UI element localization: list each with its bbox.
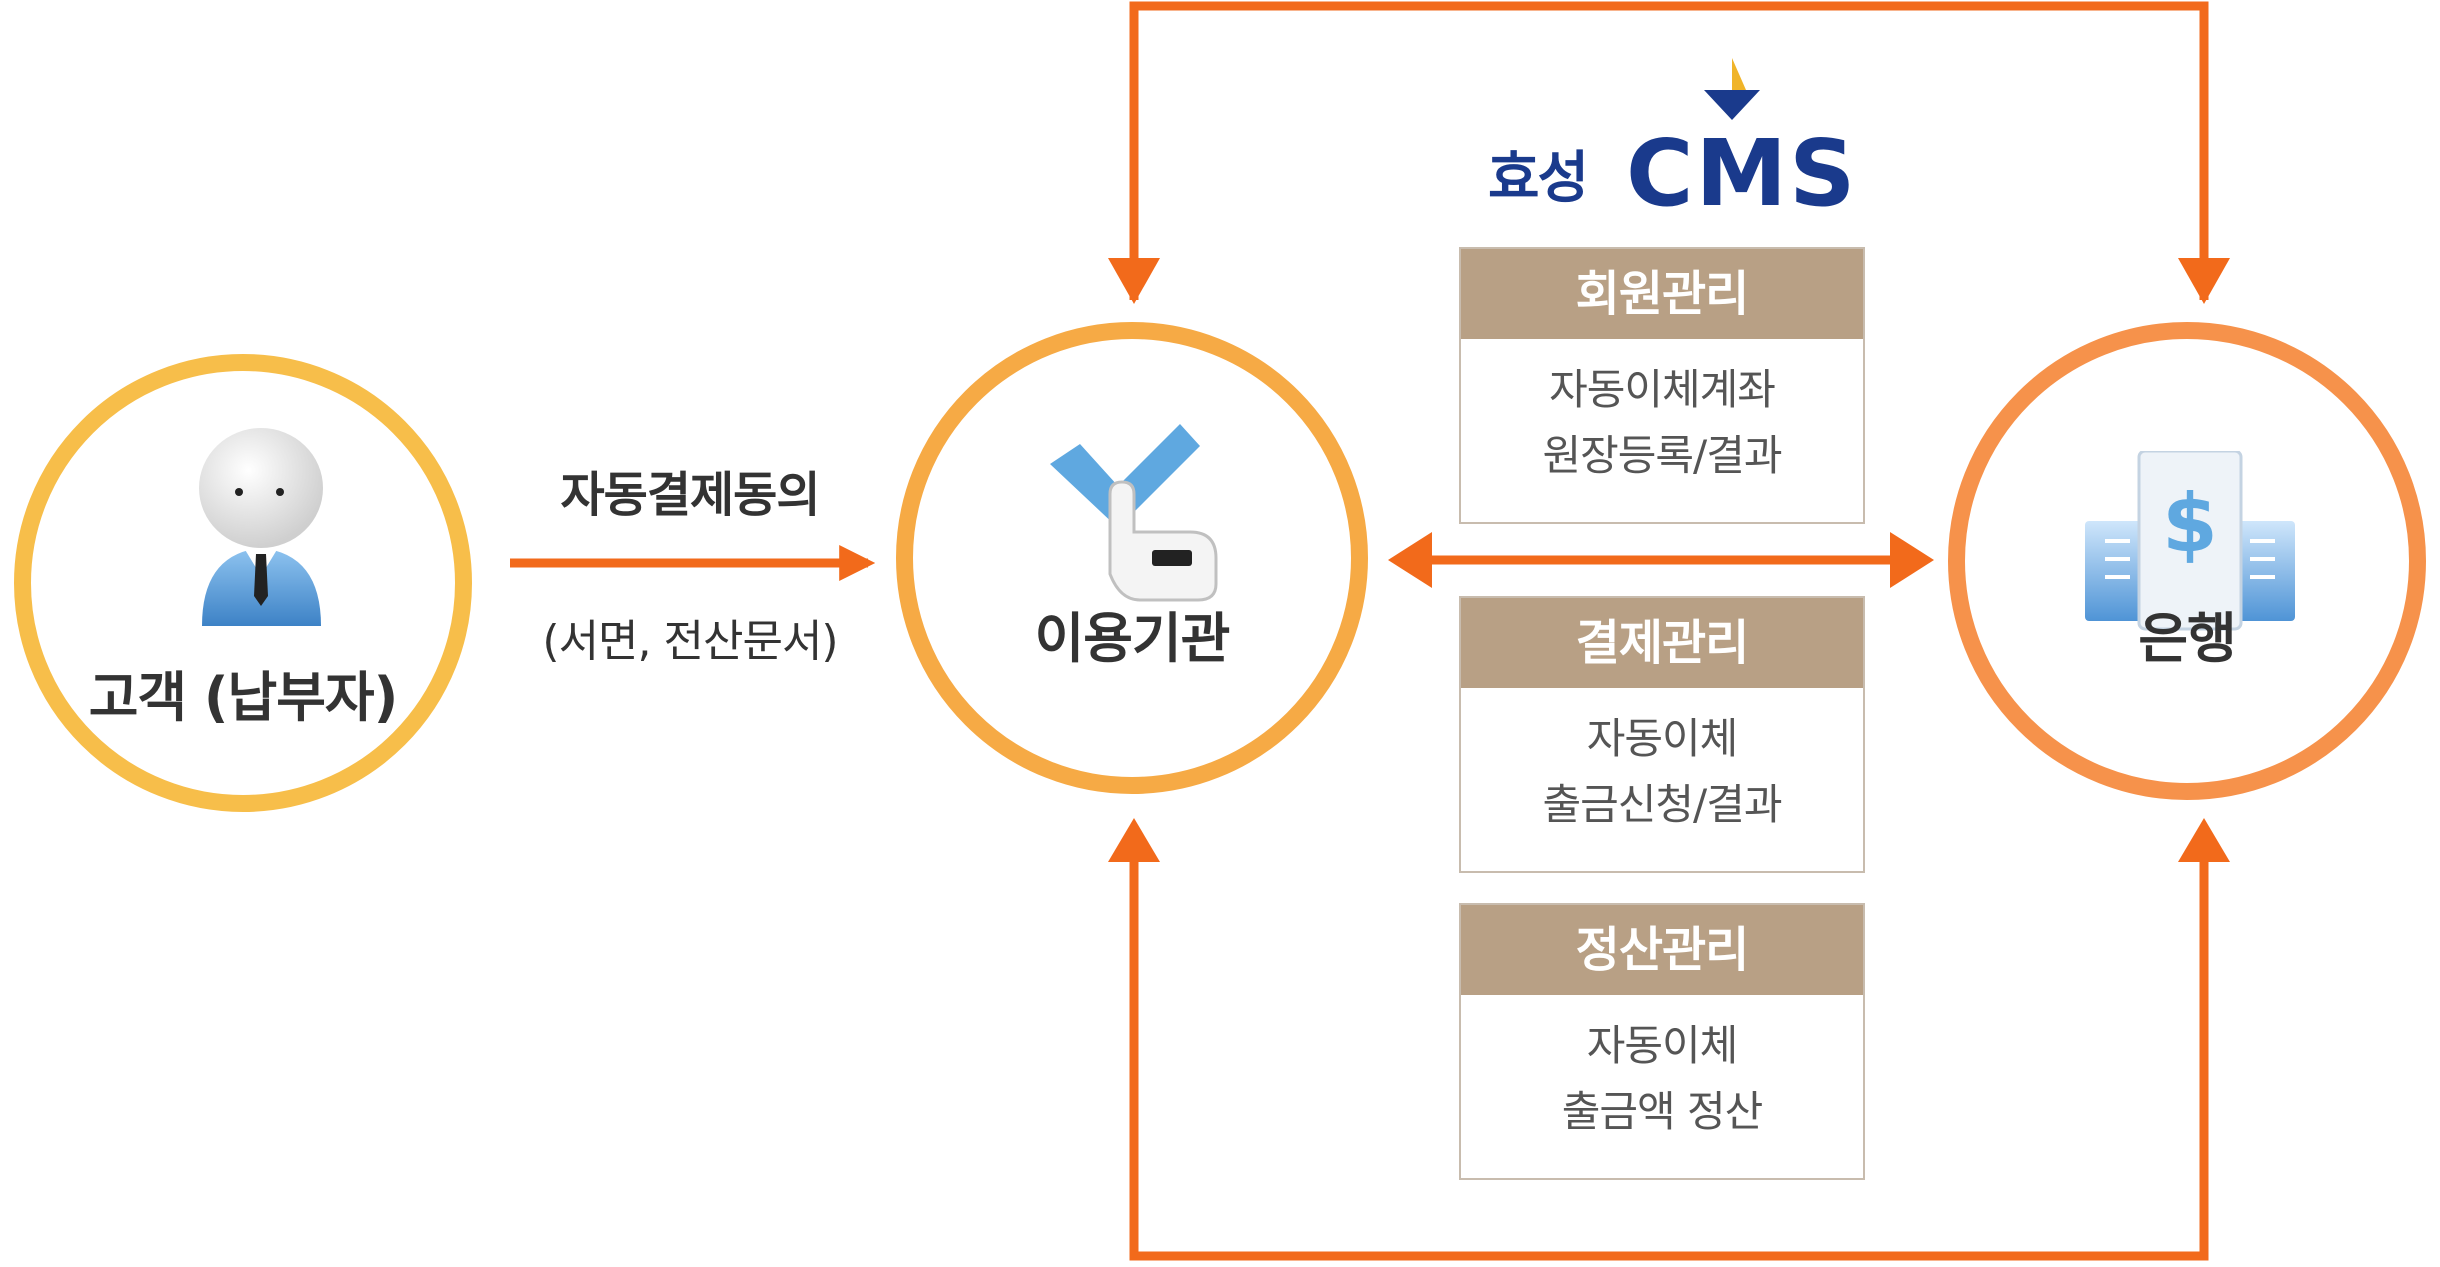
- service-title: 결제관리: [1461, 598, 1863, 688]
- service-box-payment: 결제관리 자동이체 출금신청/결과: [1459, 596, 1865, 873]
- link-arrow-left: [1388, 532, 1432, 588]
- check-hand-icon: [1050, 424, 1218, 602]
- customer-label: 고객 (납부자): [88, 666, 399, 729]
- brand-logo: 효성 CMS: [1488, 58, 1855, 227]
- top-arrow-agency: [1108, 258, 1160, 304]
- service-body: 자동이체계좌 원장등록/결과: [1461, 339, 1863, 489]
- bank-label: 은행: [2138, 607, 2236, 670]
- service-line: 자동이체: [1586, 714, 1739, 763]
- service-box-settlement: 정산관리 자동이체 출금액 정산: [1459, 903, 1865, 1180]
- service-box-member: 회원관리 자동이체계좌 원장등록/결과: [1459, 247, 1865, 524]
- brand-latin: CMS: [1626, 120, 1858, 227]
- bank-dollar-icon: $: [2085, 451, 2295, 631]
- agency-node: 이용기관: [896, 322, 1368, 794]
- bank-node: $ 은행: [1948, 322, 2426, 800]
- service-body: 자동이체 출금신청/결과: [1461, 688, 1863, 838]
- service-line: 출금액 정산: [1561, 1087, 1764, 1136]
- top-loop-line: [1129, 1, 2209, 300]
- svg-text:$: $: [2162, 477, 2218, 570]
- person-icon: [199, 428, 323, 626]
- service-line: 출금신청/결과: [1542, 780, 1783, 829]
- service-title: 회원관리: [1461, 249, 1863, 339]
- top-arrow-bank: [2178, 258, 2230, 304]
- brand-korean: 효성: [1488, 146, 1589, 211]
- service-line: 자동이체: [1586, 1021, 1739, 1070]
- service-line: 자동이체계좌: [1549, 365, 1776, 414]
- consent-label: 자동결제동의: [560, 467, 821, 523]
- customer-node: 고객 (납부자): [14, 354, 472, 812]
- agency-label: 이용기관: [1034, 607, 1231, 670]
- bottom-arrow-bank: [2178, 818, 2230, 862]
- brand-mark-icon: [1704, 58, 1760, 120]
- consent-sub-label: (서면, 전산문서): [542, 616, 838, 667]
- service-line: 원장등록/결과: [1542, 431, 1783, 480]
- bottom-loop-line: [1129, 860, 2209, 1261]
- service-title: 정산관리: [1461, 905, 1863, 995]
- link-arrow-right: [1890, 532, 1934, 588]
- service-body: 자동이체 출금액 정산: [1461, 995, 1863, 1145]
- bottom-arrow-agency: [1108, 818, 1160, 862]
